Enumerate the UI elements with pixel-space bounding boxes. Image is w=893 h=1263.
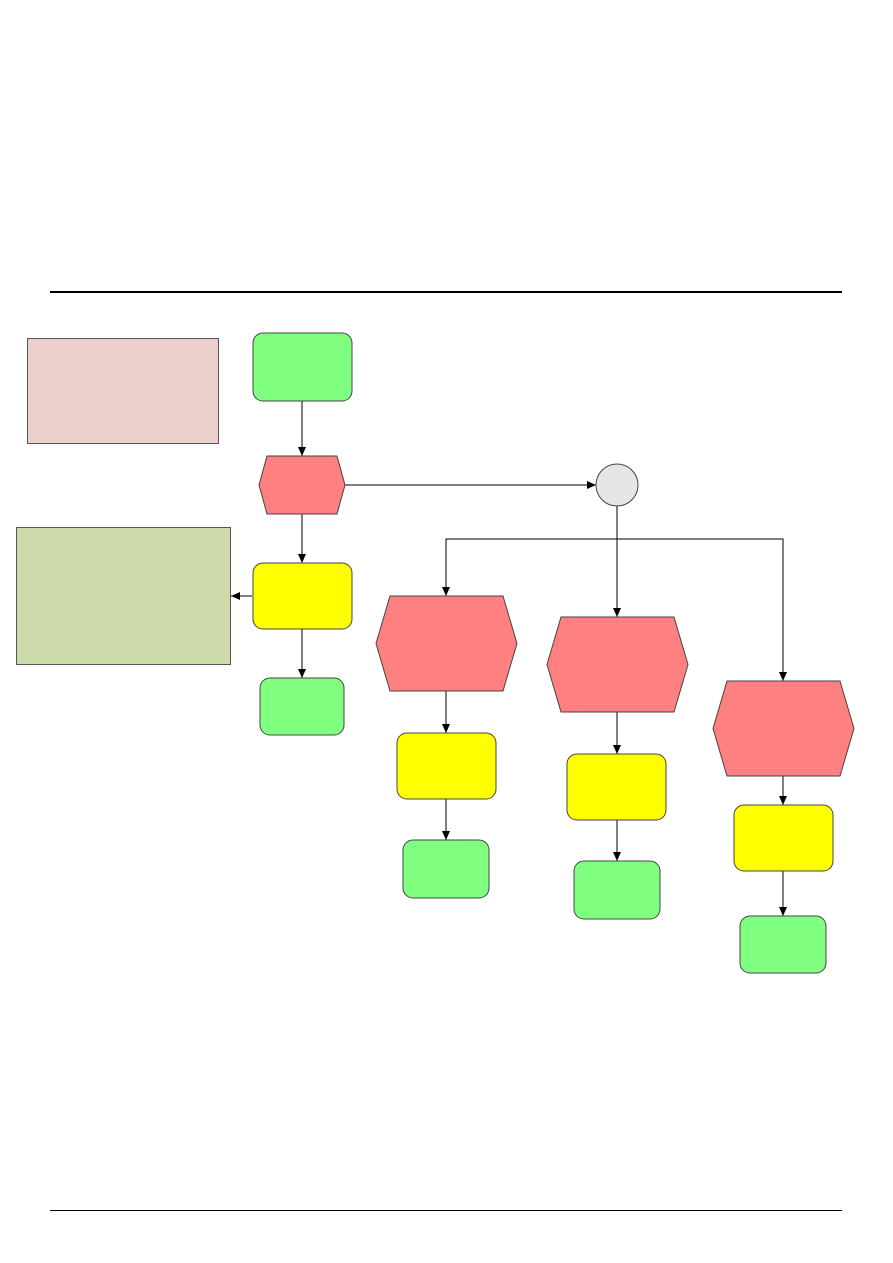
split-operator-shape	[595, 463, 639, 507]
branch-2-connector-node	[546, 616, 689, 713]
note-box-green	[16, 527, 231, 665]
branch-2-function-node	[566, 753, 667, 821]
branch-2-connector-shape	[546, 616, 689, 713]
main-function-shape	[252, 562, 353, 630]
main-end-event-node	[259, 677, 345, 736]
branch-1-function-shape	[396, 732, 497, 800]
branch-1-event-shape	[402, 839, 490, 899]
split-operator-node	[595, 463, 639, 507]
main-connector-node	[258, 455, 346, 515]
branch-1-connector-shape	[375, 595, 518, 692]
branch-3-function-shape	[733, 804, 834, 872]
branch-2-function-shape	[566, 753, 667, 821]
main-end-event-shape	[259, 677, 345, 736]
branch-2-event-shape	[573, 860, 661, 920]
start-event-node	[252, 332, 353, 402]
main-connector-shape	[258, 455, 346, 515]
start-event-shape	[252, 332, 353, 402]
branch-3-connector-node	[712, 680, 855, 777]
flow-arrow-8	[617, 538, 787, 681]
branch-1-event-node	[402, 839, 490, 899]
main-function-node	[252, 562, 353, 630]
branch-3-function-node	[733, 804, 834, 872]
branch-1-function-node	[396, 732, 497, 800]
branch-3-connector-shape	[712, 680, 855, 777]
branch-2-event-node	[573, 860, 661, 920]
branch-3-event-shape	[739, 915, 827, 974]
branch-3-event-node	[739, 915, 827, 974]
footer-rule	[50, 1210, 842, 1211]
note-box-pink	[27, 338, 219, 444]
header-rule	[50, 291, 842, 293]
branch-1-connector-node	[375, 595, 518, 692]
flow-arrow-7	[442, 538, 617, 596]
